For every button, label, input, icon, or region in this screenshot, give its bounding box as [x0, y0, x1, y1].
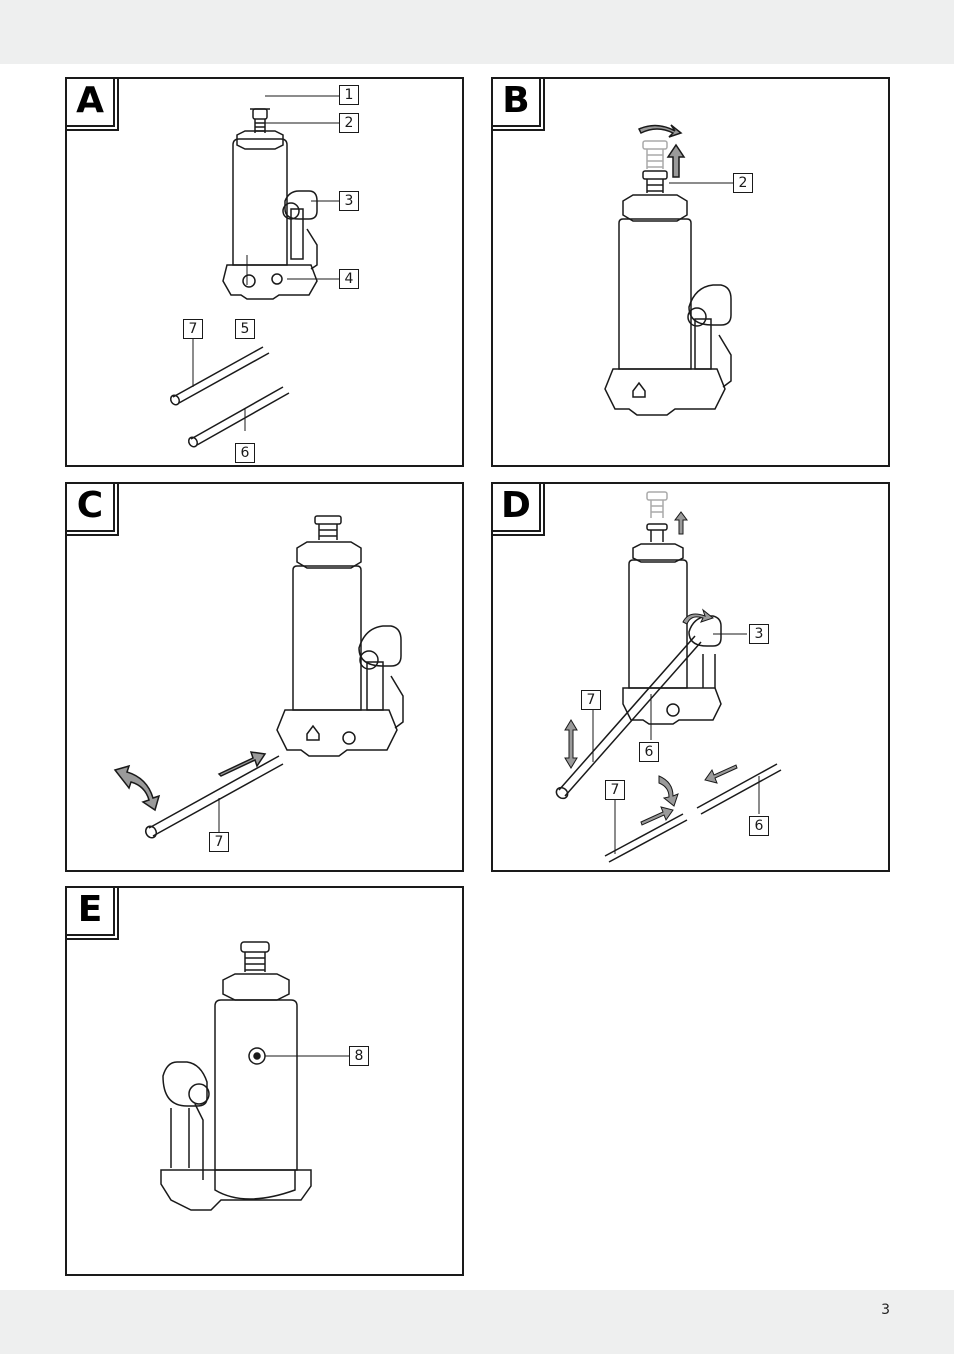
- panel-b-letter: B: [491, 77, 541, 127]
- callout-5: 5: [235, 319, 255, 339]
- bottle-jack-parts-illustration: [67, 79, 464, 467]
- panel-b: B 2: [491, 77, 890, 467]
- callout-8: 8: [349, 1046, 369, 1066]
- panel-c: C 7: [65, 482, 464, 872]
- callout-3: 3: [339, 191, 359, 211]
- bottle-jack-release-valve-illustration: [67, 888, 464, 1276]
- callout-2: 2: [733, 173, 753, 193]
- bottle-jack-screw-raise-illustration: [493, 79, 890, 467]
- page-number: 3: [881, 1302, 890, 1318]
- footer-band: [0, 1290, 954, 1354]
- callout-7: 7: [183, 319, 203, 339]
- panel-d: D 3 7 6: [491, 482, 890, 872]
- callout-6: 6: [235, 443, 255, 463]
- callout-6: 6: [639, 742, 659, 762]
- panel-e: E 8: [65, 886, 464, 1276]
- panel-c-letter: C: [65, 482, 115, 532]
- callout-1: 1: [339, 85, 359, 105]
- callout-2: 2: [339, 113, 359, 133]
- callout-7-lower: 7: [605, 780, 625, 800]
- panel-d-letter: D: [491, 482, 541, 532]
- callout-7: 7: [581, 690, 601, 710]
- callout-6-lower: 6: [749, 816, 769, 836]
- panel-a-letter: A: [65, 77, 115, 127]
- panel-a: A 1 2 3 4 5 7 6: [65, 77, 464, 467]
- bottle-jack-pumping-illustration: [493, 484, 890, 872]
- header-band: [0, 0, 954, 64]
- callout-3: 3: [749, 624, 769, 644]
- bottle-jack-handle-insert-illustration: [67, 484, 464, 872]
- panel-e-letter: E: [65, 886, 115, 936]
- callout-7: 7: [209, 832, 229, 852]
- callout-4: 4: [339, 269, 359, 289]
